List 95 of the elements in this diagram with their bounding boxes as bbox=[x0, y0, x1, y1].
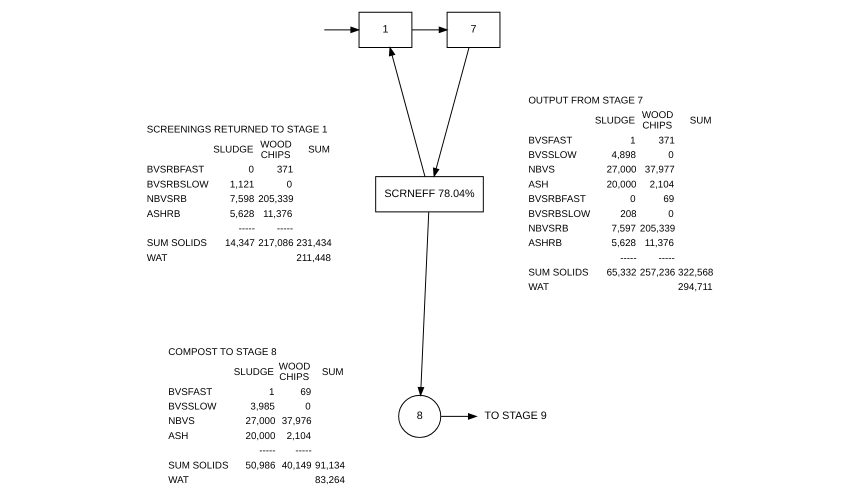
label: BVSSLOW bbox=[168, 402, 217, 413]
label: 371 bbox=[658, 135, 675, 146]
label: 3,985 bbox=[250, 402, 275, 413]
label: ----- bbox=[276, 223, 294, 234]
label: 0 bbox=[248, 164, 254, 176]
node-box: 7 bbox=[446, 12, 500, 48]
label: 11,376 bbox=[644, 238, 674, 250]
node-text: TO STAGE 9 bbox=[484, 410, 547, 422]
arrow bbox=[418, 212, 430, 397]
label: ----- bbox=[295, 446, 312, 457]
label: 211,448 bbox=[296, 252, 331, 264]
label: 40,149 bbox=[282, 460, 312, 472]
label: 7,597 bbox=[612, 223, 636, 234]
label: NBVS bbox=[528, 164, 555, 176]
label: WOOD CHIPS bbox=[642, 110, 674, 132]
node-box: 1 bbox=[358, 12, 412, 48]
label: 2,104 bbox=[650, 179, 674, 190]
arrow bbox=[432, 47, 470, 178]
label: OUTPUT FROM STAGE 7 bbox=[528, 95, 644, 106]
label: 205,339 bbox=[258, 194, 294, 206]
arrow bbox=[324, 26, 360, 34]
label: 1 bbox=[630, 135, 636, 146]
label: ASHRB bbox=[528, 238, 562, 250]
label: 208 bbox=[620, 208, 637, 220]
label: SUM SOLIDS bbox=[168, 460, 228, 472]
label: 231,434 bbox=[296, 238, 332, 250]
label: BVSRBSLOW bbox=[146, 179, 209, 190]
label: SLUDGE bbox=[594, 115, 636, 126]
label: 4,898 bbox=[612, 150, 636, 162]
label: SUM bbox=[690, 115, 712, 126]
label: SUM bbox=[308, 144, 330, 156]
label: 20,000 bbox=[246, 430, 276, 442]
label: ASH bbox=[528, 179, 548, 190]
label: 371 bbox=[276, 164, 294, 176]
label: SUM SOLIDS bbox=[146, 238, 207, 250]
label: 0 bbox=[630, 194, 636, 206]
label: BVSRBSLOW bbox=[528, 208, 590, 220]
label: 1 bbox=[269, 386, 274, 398]
label: WAT bbox=[146, 252, 168, 264]
label: BVSRBFAST bbox=[146, 164, 204, 176]
label: ASHRB bbox=[146, 208, 180, 220]
label: 11,376 bbox=[263, 208, 292, 220]
label: 20,000 bbox=[606, 179, 636, 190]
label: 5,628 bbox=[612, 238, 636, 250]
node-box: SCRNEFF 78.04% bbox=[375, 176, 484, 212]
label: 37,977 bbox=[644, 164, 675, 176]
label: 217,086 bbox=[258, 238, 294, 250]
label: 50,986 bbox=[246, 460, 276, 472]
node-circle: 8 bbox=[398, 394, 442, 438]
label: COMPOST TO STAGE 8 bbox=[168, 346, 277, 358]
label: 65,332 bbox=[606, 267, 636, 278]
label: 37,976 bbox=[282, 416, 312, 428]
label: 27,000 bbox=[246, 416, 276, 428]
label: 0 bbox=[286, 179, 292, 190]
label: BVSFAST bbox=[528, 135, 572, 146]
label: WAT bbox=[528, 282, 549, 294]
label: NBVS bbox=[168, 416, 195, 428]
label: WOOD CHIPS bbox=[278, 361, 310, 384]
label: 5,628 bbox=[230, 208, 254, 220]
arrow bbox=[440, 412, 478, 420]
label: ASH bbox=[168, 430, 188, 442]
label: NBVSRB bbox=[146, 194, 187, 206]
label: 322,568 bbox=[678, 267, 714, 278]
label: 69 bbox=[663, 194, 674, 206]
label: BVSFAST bbox=[168, 386, 212, 398]
label: 91,134 bbox=[315, 460, 345, 472]
label: ----- bbox=[238, 223, 255, 234]
label: SUM bbox=[322, 366, 344, 378]
label: SCREENINGS RETURNED TO STAGE 1 bbox=[146, 124, 328, 136]
label: SLUDGE bbox=[213, 144, 254, 156]
label: ----- bbox=[658, 252, 675, 264]
label: 0 bbox=[305, 402, 311, 413]
label: SUM SOLIDS bbox=[528, 267, 589, 278]
label: 205,339 bbox=[640, 223, 676, 234]
arrow bbox=[411, 26, 449, 34]
label: 69 bbox=[300, 386, 312, 398]
arrow bbox=[388, 46, 426, 177]
label: 14,347 bbox=[224, 238, 255, 250]
label: 0 bbox=[668, 208, 674, 220]
label: WAT bbox=[168, 474, 189, 486]
label: WOOD CHIPS bbox=[260, 139, 292, 162]
label: BVSRBFAST bbox=[528, 194, 586, 206]
label: 83,264 bbox=[315, 474, 345, 486]
label: BVSSLOW bbox=[528, 150, 577, 162]
label: NBVSRB bbox=[528, 223, 569, 234]
label: 7,598 bbox=[230, 194, 254, 206]
label: 1,121 bbox=[230, 179, 254, 190]
label: ----- bbox=[259, 446, 276, 457]
label: ----- bbox=[620, 252, 637, 264]
label: SLUDGE bbox=[234, 366, 274, 378]
label: 0 bbox=[668, 150, 674, 162]
label: 2,104 bbox=[286, 430, 312, 442]
label: 294,711 bbox=[678, 282, 713, 294]
label: 257,236 bbox=[640, 267, 676, 278]
label: 27,000 bbox=[606, 164, 636, 176]
